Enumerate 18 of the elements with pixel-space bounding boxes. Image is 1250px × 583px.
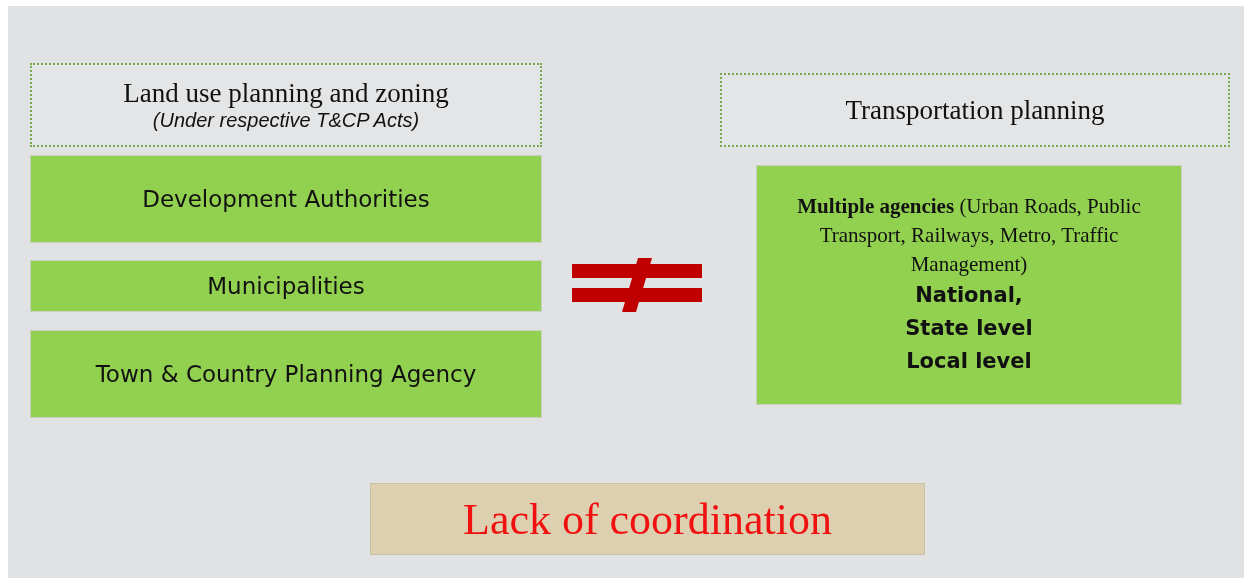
box-title: Lack of coordination [463, 493, 832, 545]
heading-box [30, 63, 542, 147]
box-title: Development Authorities [142, 184, 430, 214]
box-title: Town & Country Planning Agency [95, 359, 477, 389]
box-text: State level [905, 315, 1033, 342]
box-title: Multiple agencies (Urban Roads, Public Transport, Railways, Metro, Traffic Management) [796, 193, 1142, 278]
agency-box [30, 260, 542, 312]
agency-box [30, 330, 542, 418]
box-text: (Under respective T&CP Acts) [152, 109, 420, 132]
box-title: Municipalities [207, 271, 365, 301]
heading-box [720, 73, 1230, 147]
box-text: Local level [906, 348, 1032, 375]
box-title: Land use planning and zoning [123, 78, 449, 109]
agency-box [30, 155, 542, 243]
box-text: National, [915, 282, 1023, 309]
conclusion-box [370, 483, 925, 555]
box-title: Transportation planning [845, 94, 1105, 126]
agency-box [756, 165, 1182, 405]
